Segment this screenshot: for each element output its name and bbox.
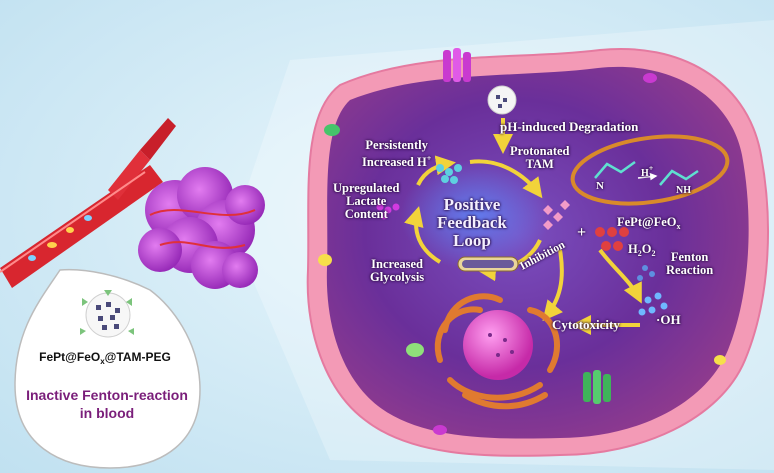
label-h-plus-text: H [641, 168, 649, 179]
label-nh-atom: NH [676, 184, 691, 197]
label-h-plus-ring: H+ [641, 162, 653, 180]
label-n-atom: N [596, 180, 604, 193]
label-plus: + [577, 226, 586, 239]
label-fept-subscript: x [677, 222, 681, 231]
label-h2o2-sub2: 2 [651, 249, 655, 258]
label-tam: TAM [510, 158, 570, 171]
label-persistently: Persistently [362, 139, 431, 152]
label-feedback: Feedback [437, 214, 507, 232]
nucleus [463, 310, 533, 380]
inactive-fenton-text: Inactive Fenton-reaction in blood [22, 386, 192, 422]
label-h2o2: H2O2 [628, 243, 655, 260]
label-h-plus-sup: + [649, 164, 654, 173]
label-loop: Loop [437, 232, 507, 250]
label-upregulated-lactate: Upregulated Lactate Content [333, 182, 399, 221]
label-protonated-tam: Protonated TAM [510, 145, 570, 171]
label-fept-prefix: FePt@FeO [617, 215, 677, 229]
label-positive-feedback-loop: Positive Feedback Loop [437, 196, 507, 250]
label-ph-degradation: pH-induced Degradation [500, 120, 638, 133]
tam-pill [458, 257, 518, 271]
label-fenton-reaction: Fenton Reaction [666, 251, 713, 277]
label-cytotoxicity: Cytotoxicity [552, 318, 620, 331]
label-h-superscript: + [427, 154, 432, 163]
nanoparticle-name: FePt@FeOx@TAM-PEG [20, 350, 190, 366]
label-persistently-increased-h: Persistently Increased H+ [362, 139, 431, 169]
label-positive: Positive [437, 196, 507, 214]
label-increased-h: Increased H+ [362, 152, 431, 169]
nano-prefix: FePt@FeO [39, 350, 100, 364]
label-reaction: Reaction [666, 264, 713, 277]
label-oh: ·OH [656, 313, 681, 326]
label-glycolysis: Glycolysis [370, 271, 424, 284]
label-fept-feox: FePt@FeOx [617, 216, 681, 233]
nano-suffix: @TAM-PEG [105, 350, 171, 364]
label-h2o2-h: H [628, 242, 638, 256]
label-increased-glycolysis: Increased Glycolysis [370, 258, 424, 284]
label-h2o2-o: O [642, 242, 652, 256]
incoming-nanoparticle [488, 86, 516, 114]
label-content: Content [333, 208, 399, 221]
label-increased-h-text: Increased H [362, 155, 427, 169]
